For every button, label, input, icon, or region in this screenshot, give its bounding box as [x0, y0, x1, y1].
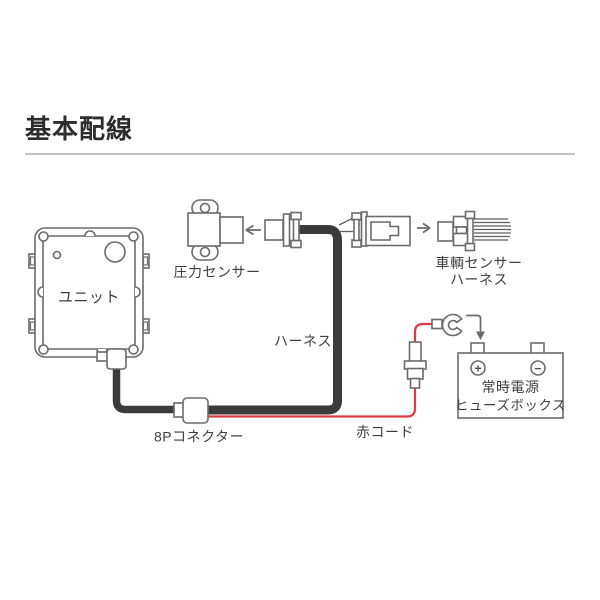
pressure-sensor: 圧力センサー: [174, 199, 261, 280]
unit-connector: [106, 348, 127, 370]
8p-connector: 8Pコネクター: [154, 397, 244, 445]
screw-hole: [128, 344, 139, 355]
red-cord-label: 赤コード: [356, 424, 414, 440]
screw-hole: [38, 344, 49, 355]
dial-circle: [104, 241, 126, 263]
plus-sign: +: [474, 362, 481, 376]
screw-hole: [128, 231, 139, 242]
page-title: 基本配線: [25, 114, 134, 144]
screw-hole: [38, 231, 49, 242]
fuse-box-label-1: 常時電源: [482, 379, 540, 395]
fuse-box: + − 常時電源 ヒューズボックス: [455, 342, 566, 419]
title-divider: [25, 153, 575, 155]
pressure-sensor-label: 圧力センサー: [174, 264, 261, 280]
harness-label: ハーネス: [274, 333, 332, 349]
minus-sign: −: [534, 362, 541, 376]
wiring: [112, 217, 433, 418]
connector-keyway: [370, 221, 400, 241]
vehicle-harness-label-1: 車輌センサー: [436, 255, 523, 271]
ring-terminal-icon: [431, 313, 463, 337]
sensor-ear-hole: [199, 246, 211, 258]
vehicle-harness-label-2: ハーネス: [450, 272, 508, 288]
branch-wire: [338, 217, 354, 226]
vehicle-sensor-harness: 車輌センサー ハーネス: [436, 210, 523, 288]
sensor-ear-hole: [199, 202, 211, 214]
fuse-holder-icon: [403, 341, 427, 389]
harness-wires: [474, 218, 511, 241]
arrow-left-icon: [245, 224, 261, 236]
unit-label: ユニット: [58, 289, 120, 306]
arrow-down-elbow-icon: [466, 314, 485, 340]
led-hole: [52, 250, 62, 260]
arrow-right-icon: [417, 222, 431, 234]
unit-wire: [112, 367, 190, 414]
fuse-box-label-2: ヒューズボックス: [455, 398, 566, 413]
sensor-socket: [219, 216, 244, 244]
8p-connector-label: 8Pコネクター: [154, 429, 244, 445]
unit: ユニット: [28, 227, 150, 370]
harness-connector: [351, 211, 411, 248]
harness-wire: [195, 225, 342, 415]
plus-icon: [470, 360, 486, 376]
sensor-body: [187, 212, 221, 247]
minus-icon: [530, 360, 546, 376]
sensor-plug-connector: [264, 211, 302, 249]
